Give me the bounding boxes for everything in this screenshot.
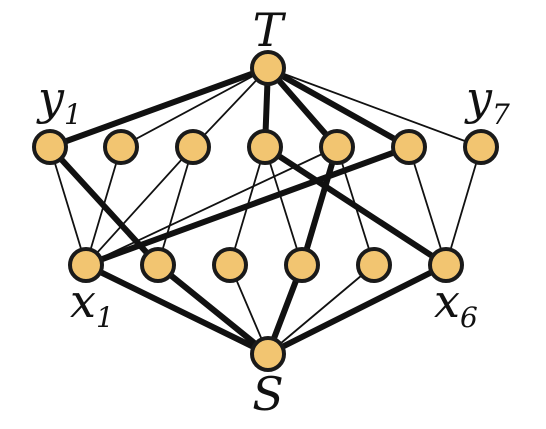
node-T: [250, 50, 286, 86]
label-y7: y: [464, 71, 493, 125]
edge-x1-S-bold: [83, 262, 271, 357]
edge-y6-x1-bold: [83, 144, 412, 268]
node-S: [250, 336, 286, 372]
edge-layer: [47, 65, 482, 357]
edge-T-y2: [120, 67, 269, 148]
edge-y5-x4-bold: [299, 144, 340, 268]
label-T: T: [253, 3, 287, 57]
edge-y3-x1: [85, 146, 194, 266]
edge-y6-x6: [408, 146, 447, 266]
edge-y3-x2: [157, 146, 194, 266]
node-x4: [284, 247, 320, 283]
node-layer: [32, 50, 499, 372]
node-y5: [319, 129, 355, 165]
label-y1: y: [36, 71, 65, 125]
edge-y1-x1: [49, 146, 87, 266]
edge-x5-S: [267, 264, 375, 355]
label-layer: T S y 1 y 7 x 1 x 6: [36, 3, 510, 421]
label-y1-subscript: 1: [64, 98, 82, 131]
node-x6: [428, 247, 464, 283]
edge-T-y1-bold: [47, 65, 271, 150]
edge-y7-x6: [445, 146, 482, 266]
node-x3: [212, 247, 248, 283]
node-y2: [103, 129, 139, 165]
edge-y4-x4: [264, 146, 303, 266]
label-S: S: [252, 367, 284, 421]
node-x2: [140, 247, 176, 283]
node-y1: [32, 129, 68, 165]
edge-x6-S-bold: [265, 262, 449, 357]
edge-x2-S-bold: [155, 262, 271, 357]
label-x1-subscript: 1: [96, 301, 114, 334]
node-y3: [175, 129, 211, 165]
node-y4: [247, 129, 283, 165]
edge-T-y6-bold: [265, 65, 412, 150]
label-x1: x: [70, 274, 96, 328]
label-y7-subscript: 7: [492, 98, 510, 131]
node-x5: [356, 247, 392, 283]
label-x6-subscript: 6: [460, 301, 478, 334]
node-y6: [391, 129, 427, 165]
node-x1: [68, 247, 104, 283]
label-x6: x: [434, 274, 460, 328]
node-y7: [463, 129, 499, 165]
edge-T-y3: [192, 67, 269, 148]
edge-y4-x6-bold: [262, 144, 449, 268]
edge-T-y7: [267, 67, 482, 148]
